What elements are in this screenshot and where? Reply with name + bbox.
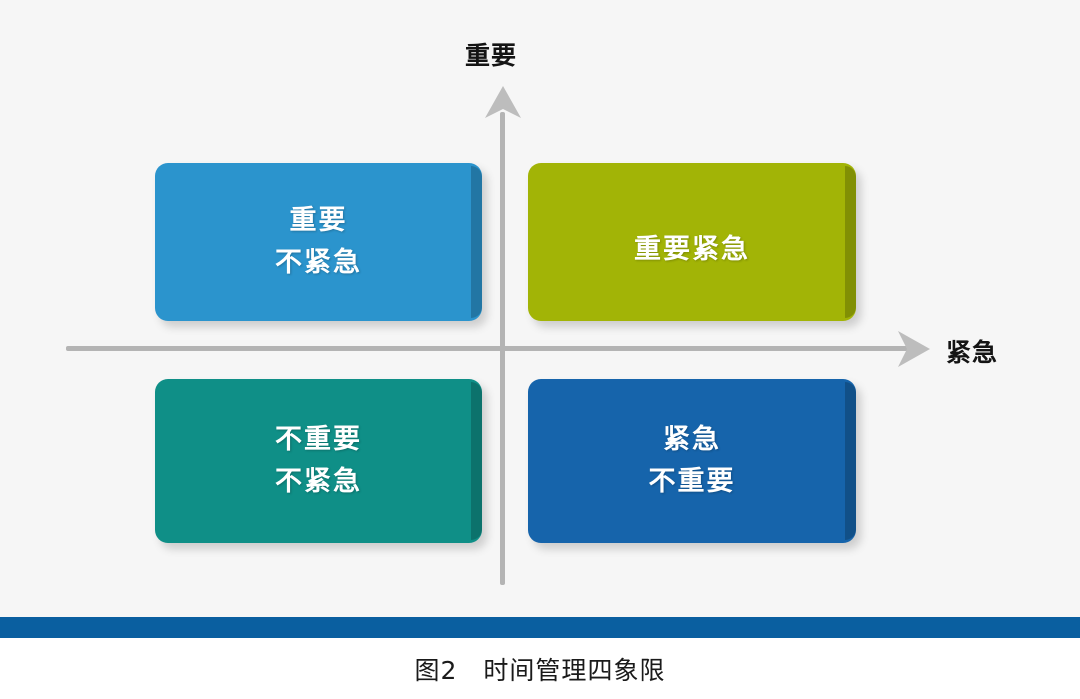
arrow-up-icon bbox=[483, 84, 523, 136]
quadrant-important-not-urgent[interactable]: 重要 不紧急 bbox=[155, 163, 482, 321]
figure-caption: 图2 时间管理四象限 bbox=[414, 655, 666, 685]
figure-canvas: 重要 紧急 重要 不紧急 重要紧急 不重要 不紧急 紧急 不重要 bbox=[66, 41, 999, 585]
quadrant-urgent-not-important[interactable]: 紧急 不重要 bbox=[528, 379, 856, 543]
quadrant-label-line-2: 不紧急 bbox=[275, 466, 362, 497]
quadrant-important-urgent[interactable]: 重要紧急 bbox=[528, 163, 856, 321]
quadrant-label-line-1: 不重要 bbox=[275, 424, 362, 456]
caption-area: 图2 时间管理四象限 bbox=[0, 638, 1080, 699]
quadrant-not-important-not-urgent[interactable]: 不重要 不紧急 bbox=[155, 379, 482, 543]
quadrant-label-line-1: 重要紧急 bbox=[634, 234, 750, 266]
arrow-right-icon bbox=[880, 330, 932, 368]
quadrant-label-line-2: 不紧急 bbox=[275, 247, 362, 278]
quadrant-label-line-2: 不重要 bbox=[648, 466, 736, 497]
axis-label-urgent: 紧急 bbox=[946, 338, 999, 367]
bottom-blue-rule bbox=[0, 617, 1080, 638]
quadrant-label-line-1: 重要 bbox=[289, 205, 348, 237]
axis-label-important: 重要 bbox=[465, 41, 518, 70]
quadrant-label-line-1: 紧急 bbox=[663, 424, 721, 456]
horizontal-axis-line bbox=[66, 346, 922, 351]
